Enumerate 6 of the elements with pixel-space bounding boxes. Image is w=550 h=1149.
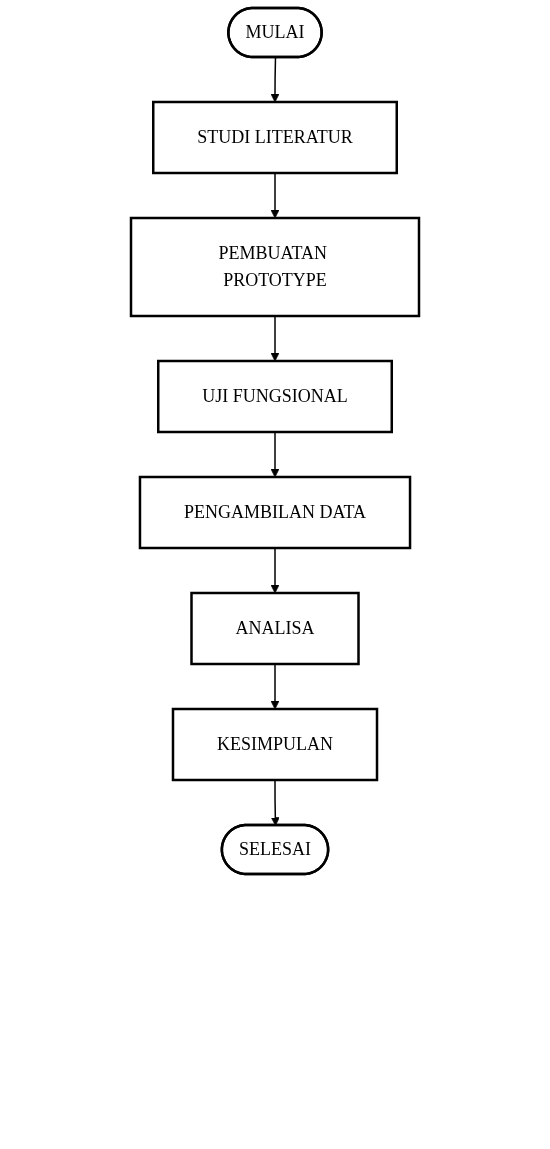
node-box: ANALISA xyxy=(190,591,360,666)
node-box: STUDI LITERATUR xyxy=(152,100,398,175)
node-box: UJI FUNGSIONAL xyxy=(157,359,393,434)
node-box: PENGAMBILAN DATA xyxy=(138,475,412,550)
node-box: KESIMPULAN xyxy=(171,707,379,782)
node-box: PEMBUATAN PROTOTYPE xyxy=(129,216,421,318)
